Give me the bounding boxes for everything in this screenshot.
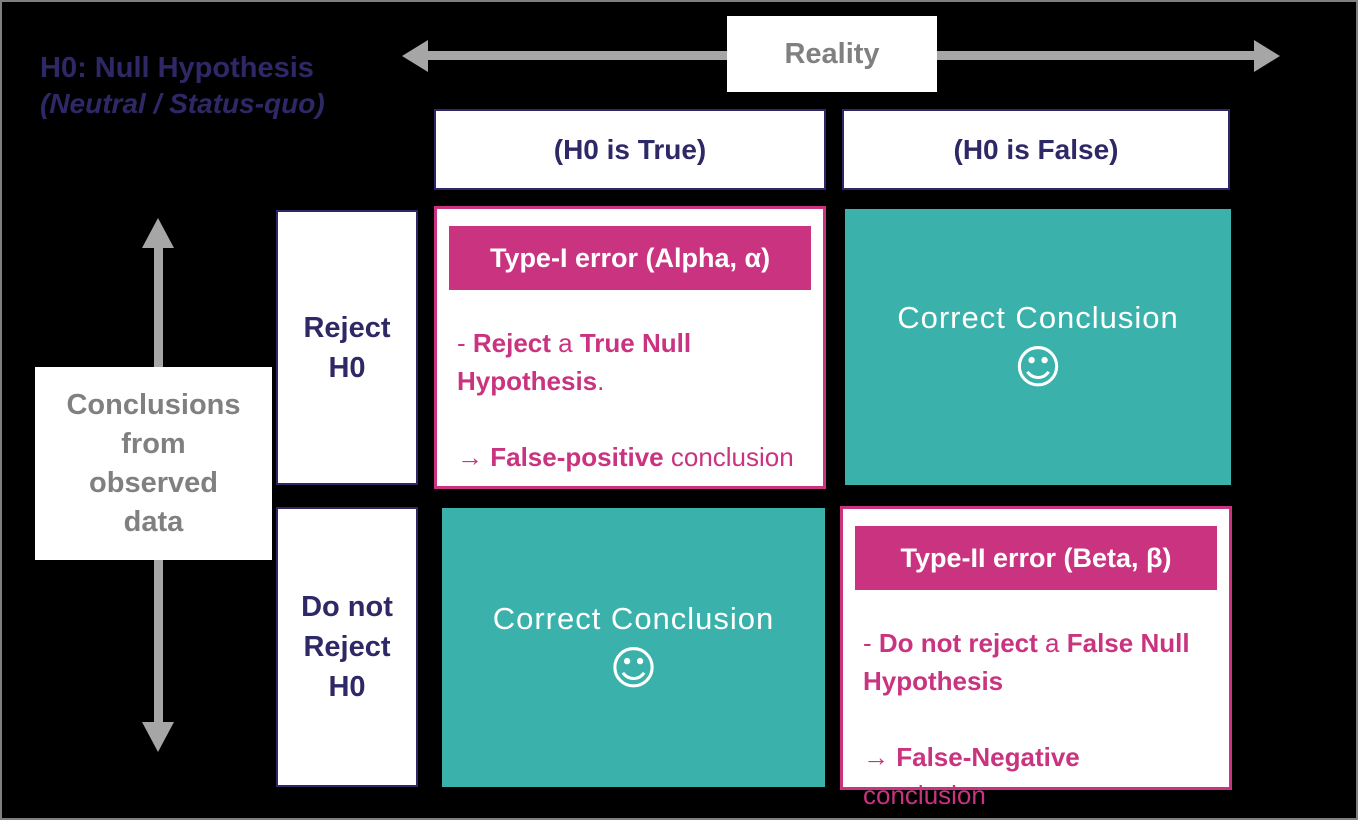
page-title: H0: Null Hypothesis: [40, 52, 314, 84]
row-header-reject-h0: Reject H0: [276, 210, 418, 485]
column-header-h0-true: (H0 is True): [434, 109, 826, 190]
reality-axis-label: Reality: [727, 16, 937, 92]
type1-error-title: Type-I error (Alpha, α): [449, 226, 811, 290]
arrow-down-icon: [142, 722, 174, 752]
title-block: H0: Null Hypothesis (Neutral / Status-qu…: [40, 50, 325, 122]
cell-type2-error: Type-II error (Beta, β) - Do not reject …: [840, 506, 1232, 810]
type1-error-description: - Reject a True Null Hypothesis.: [457, 328, 692, 396]
arrow-left-icon: [402, 40, 428, 72]
arrow-right-icon: [1254, 40, 1280, 72]
correct-conclusion-label: Correct Conclusion: [897, 300, 1179, 335]
row-header-do-not-reject-h0: Do not Reject H0: [276, 507, 418, 787]
cell-type1-error: Type-I error (Alpha, α) - Reject a True …: [434, 206, 826, 489]
column-header-h0-false: (H0 is False): [842, 109, 1230, 190]
type1-error-conclusion: → False-positive conclusion: [457, 442, 794, 472]
page-subtitle: (Neutral / Status-quo): [40, 88, 325, 119]
correct-conclusion-label: Correct Conclusion: [492, 600, 775, 636]
arrow-up-icon: [142, 218, 174, 248]
type2-error-description: - Do not reject a False Null Hypothesis: [863, 628, 1190, 696]
cell-correct-conclusion-top: Correct Conclusion ☺: [845, 209, 1231, 485]
conclusions-axis-label: Conclusions from observed data: [35, 367, 272, 560]
type1-error-body: - Reject a True Null Hypothesis. → False…: [437, 324, 823, 476]
type2-error-body: - Do not reject a False Null Hypothesis …: [843, 624, 1229, 814]
type2-error-conclusion: → False-Negative conclusion: [863, 742, 1080, 810]
cell-correct-conclusion-bottom: Correct Conclusion ☺: [442, 508, 825, 787]
smiley-icon: ☺: [609, 640, 658, 695]
type2-error-title: Type-II error (Beta, β): [855, 526, 1217, 590]
smiley-icon: ☺: [1014, 340, 1062, 394]
